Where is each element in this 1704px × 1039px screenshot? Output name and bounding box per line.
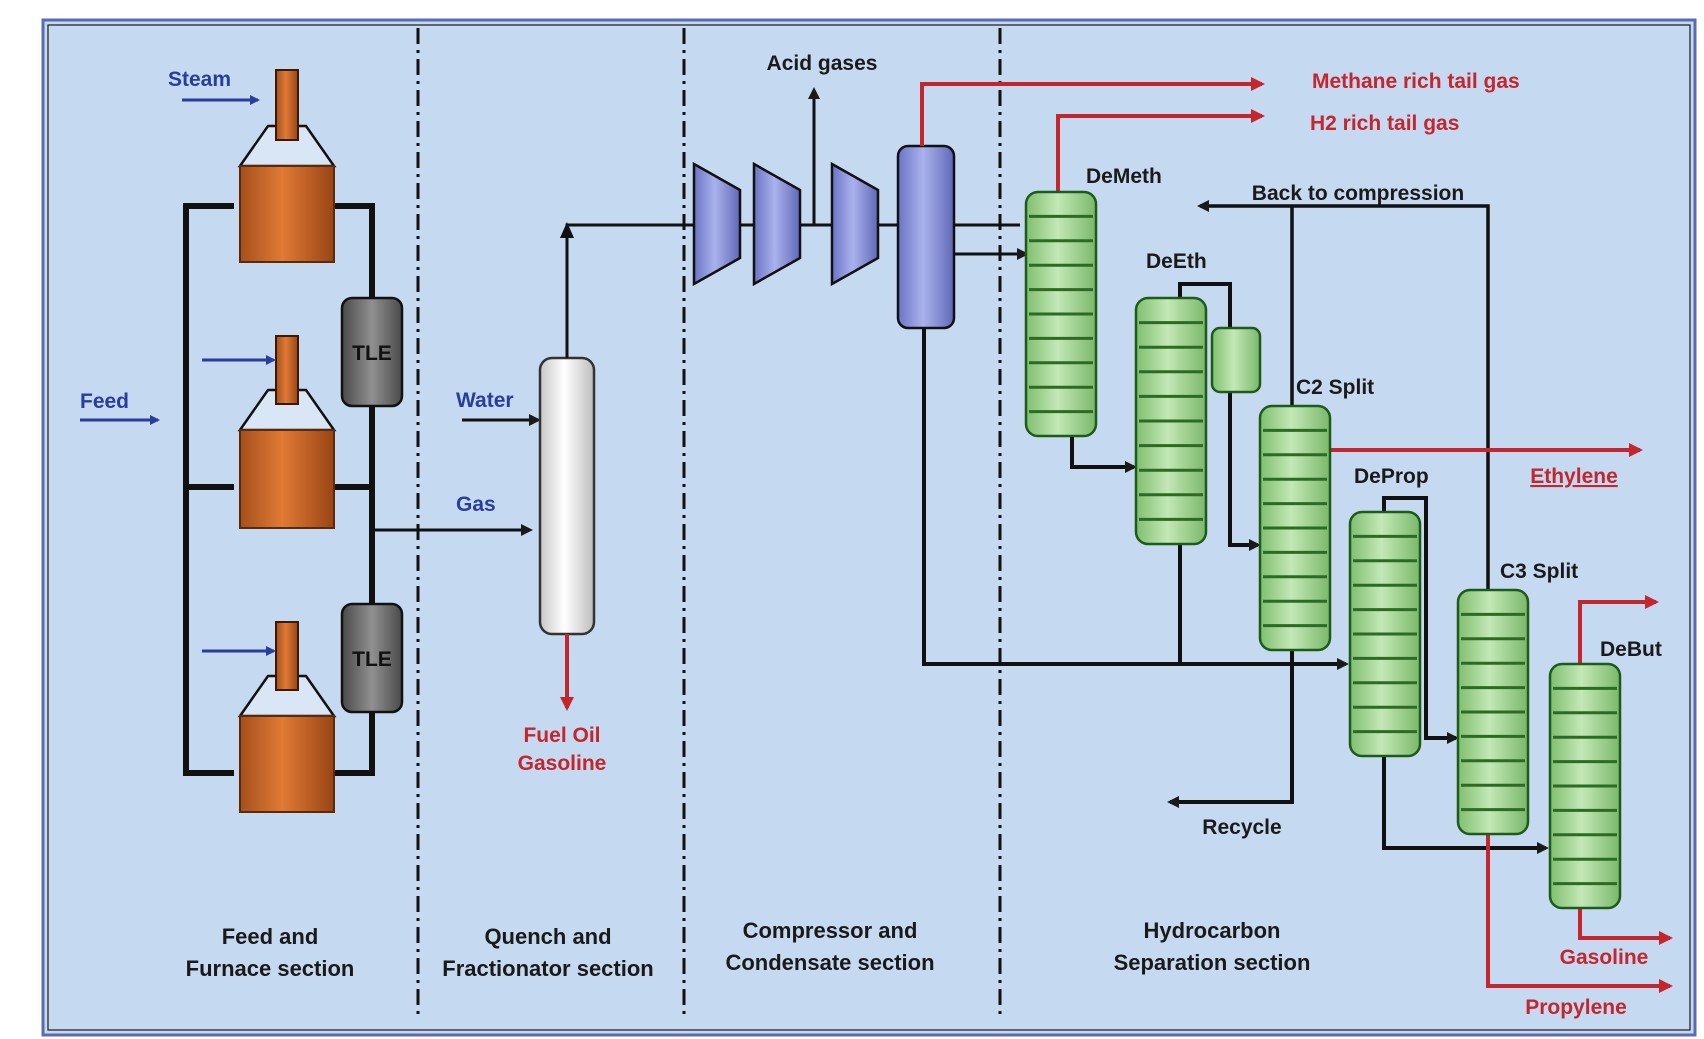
section-3-title-line1: Compressor and bbox=[743, 918, 918, 943]
debut-overhead-line bbox=[1578, 595, 1659, 664]
deprop-label: DeProp bbox=[1354, 465, 1429, 488]
c2split-column bbox=[1258, 404, 1332, 652]
acid-gases-label: Acid gases bbox=[767, 52, 878, 75]
back-to-compression-label: Back to compression bbox=[1252, 182, 1464, 205]
methane-tail-gas-line bbox=[920, 77, 1265, 146]
section-3-title-line2: Condensate section bbox=[725, 950, 934, 975]
gas-label: Gas bbox=[456, 493, 496, 516]
separation-piping bbox=[1070, 282, 1549, 854]
debut-label: DeBut bbox=[1600, 638, 1662, 661]
section-1-title-line1: Feed and bbox=[222, 924, 319, 949]
deprop-column bbox=[1348, 510, 1422, 758]
section-4-title-line1: Hydrocarbon bbox=[1144, 918, 1281, 943]
gasoline-line bbox=[1578, 908, 1673, 945]
furnace-bottom bbox=[237, 621, 337, 813]
tle-top-label: TLE bbox=[352, 342, 392, 365]
condensate-drum bbox=[896, 144, 956, 330]
h2-label: H2 rich tail gas bbox=[1310, 112, 1459, 135]
furnace-top bbox=[237, 69, 337, 263]
furnace-middle bbox=[237, 335, 337, 529]
compressor-stage-1 bbox=[692, 161, 742, 287]
quench-tower bbox=[538, 356, 596, 636]
fuel-oil-label: Fuel Oil bbox=[523, 724, 600, 747]
tle-bottom-label: TLE bbox=[352, 648, 392, 671]
back-to-compression-line bbox=[1197, 200, 1490, 590]
steam-label: Steam bbox=[168, 68, 231, 91]
diagram-inner-frame bbox=[47, 24, 1691, 1031]
demeth-label: DeMeth bbox=[1086, 165, 1162, 188]
compressor-stage-3 bbox=[830, 161, 880, 287]
recycle-label: Recycle bbox=[1202, 816, 1281, 839]
section-titles: Feed and Furnace section Quench and Frac… bbox=[186, 918, 1311, 981]
product-lines bbox=[1326, 443, 1673, 993]
deeth-label: DeEth bbox=[1146, 250, 1207, 273]
section-2-title-line1: Quench and bbox=[484, 924, 611, 949]
tle-bottom bbox=[340, 602, 404, 714]
h2-tail-gas-line bbox=[1056, 109, 1265, 192]
methane-label: Methane rich tail gas bbox=[1312, 70, 1520, 93]
compressor-stage-2 bbox=[752, 161, 802, 287]
c3split-column bbox=[1456, 588, 1530, 836]
c2split-label: C2 Split bbox=[1296, 376, 1374, 399]
demeth-column bbox=[1024, 190, 1098, 438]
c3split-label: C3 Split bbox=[1500, 560, 1578, 583]
section-4-title-line2: Separation section bbox=[1114, 950, 1311, 975]
debut-column bbox=[1548, 662, 1622, 910]
drum-bottoms-line bbox=[922, 328, 1349, 670]
section-2-title-line2: Fractionator section bbox=[442, 956, 653, 981]
tle-top bbox=[340, 296, 404, 408]
ethylene-label: Ethylene bbox=[1530, 465, 1618, 488]
water-label: Water bbox=[456, 389, 514, 412]
section-1-title-line2: Furnace section bbox=[186, 956, 355, 981]
section-dividers bbox=[416, 28, 1002, 1018]
gasoline-label: Gasoline bbox=[1560, 946, 1649, 969]
propylene-line bbox=[1486, 834, 1673, 993]
feed-label: Feed bbox=[80, 390, 129, 413]
deeth-reflux-drum bbox=[1210, 326, 1262, 394]
input-arrows bbox=[80, 95, 541, 656]
furnace-section-piping bbox=[183, 203, 375, 776]
quench-gasoline-label: Gasoline bbox=[518, 752, 607, 775]
propylene-label: Propylene bbox=[1525, 996, 1627, 1019]
deeth-column bbox=[1134, 296, 1208, 546]
